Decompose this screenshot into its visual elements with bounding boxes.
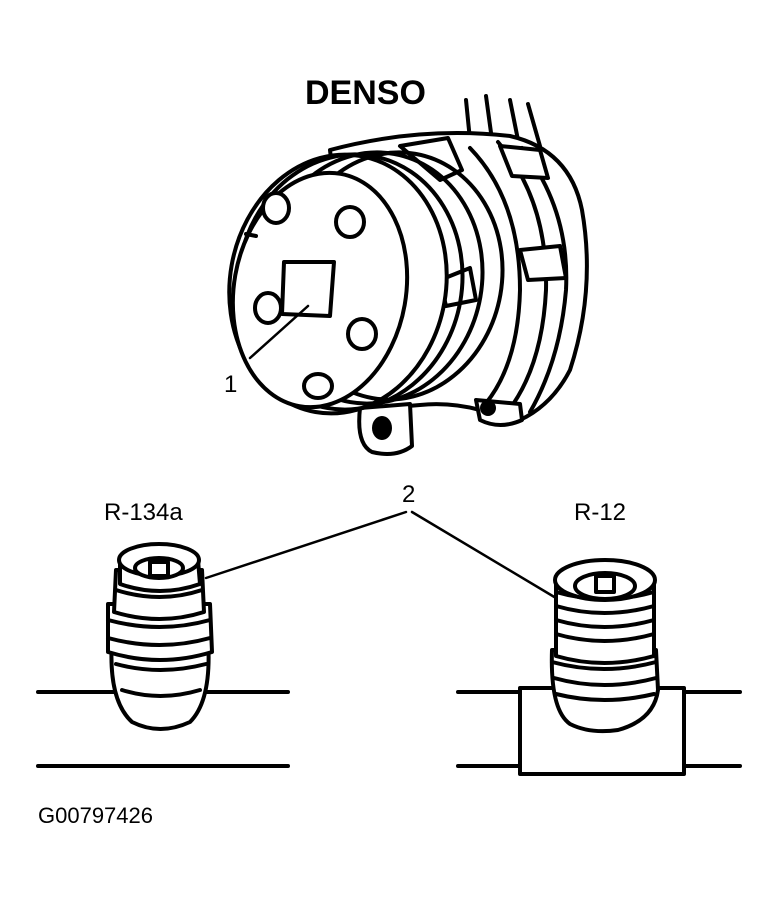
callout-1-leader — [248, 304, 310, 360]
callout-2: 2 — [204, 481, 558, 600]
fitting-r134a — [36, 542, 290, 768]
fitting-r12-label: R-12 — [574, 499, 626, 526]
callout-1: 1 — [224, 304, 310, 398]
figure-id: G00797426 — [38, 803, 153, 828]
compressor-illustration — [227, 94, 589, 456]
brand-label: DENSO — [305, 74, 426, 112]
fitting-r134a-label: R-134a — [104, 499, 183, 526]
callout-2-label: 2 — [402, 481, 415, 508]
callout-2-leader-right — [410, 510, 558, 600]
callout-1-label: 1 — [224, 371, 237, 398]
fitting-r12 — [456, 558, 742, 776]
callout-2-leader-left — [204, 510, 408, 580]
